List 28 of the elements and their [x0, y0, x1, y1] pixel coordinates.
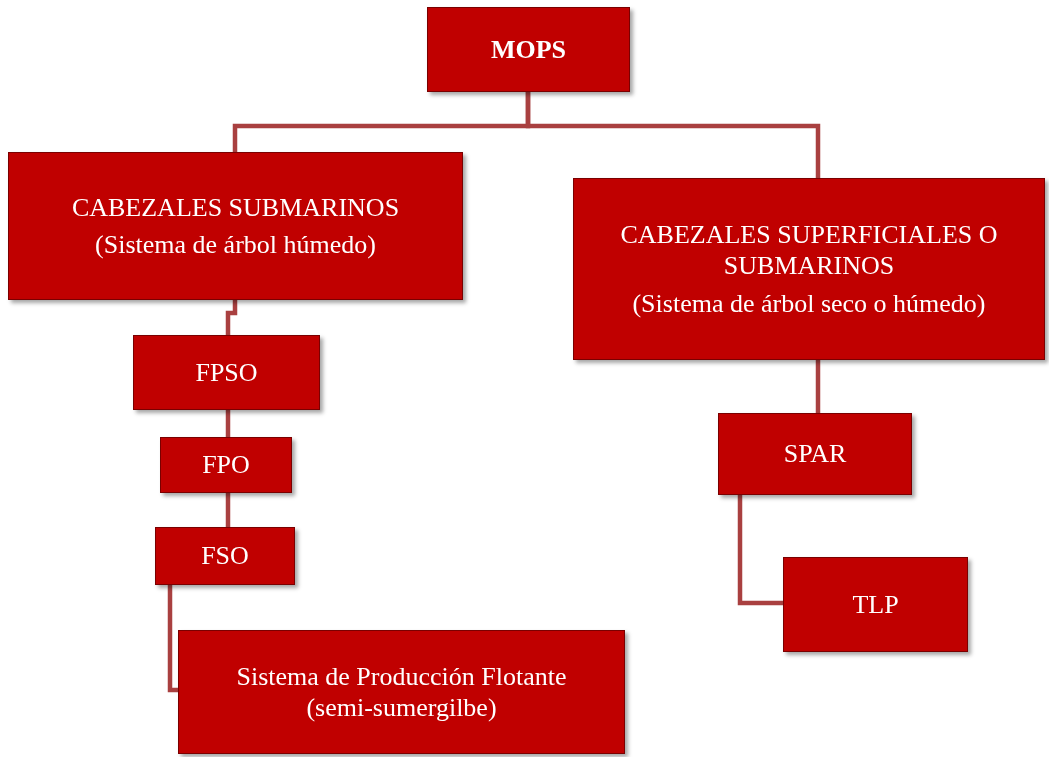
box-label: FPSO: [195, 356, 258, 389]
category-box: [718, 413, 912, 495]
connector-line: [815, 360, 821, 413]
box-label: FSO: [201, 540, 249, 572]
box-label: CABEZALES SUPERFICIALES O SUBMARINOS: [619, 219, 999, 282]
category-box: [783, 557, 968, 652]
root-box: [427, 7, 630, 92]
connector-line: [525, 92, 821, 178]
box-label: FPO: [202, 449, 250, 481]
category-box: [155, 527, 295, 585]
connector-line: [167, 585, 178, 693]
box-label: SPAR: [783, 438, 847, 470]
box-label: (semi-sumergilbe): [306, 692, 497, 724]
connector-line: [225, 493, 231, 527]
category-box: [178, 630, 625, 754]
box-label: CABEZALES SUBMARINOS: [71, 191, 400, 223]
category-box: [573, 178, 1045, 360]
connector-line: [225, 300, 238, 335]
connector-line: [225, 410, 231, 437]
connector-line: [737, 495, 783, 606]
box-label: (Sistema de árbol seco o húmedo): [632, 287, 986, 319]
box-label: MOPS: [490, 33, 567, 66]
category-box: [8, 152, 463, 300]
category-box: [133, 335, 320, 410]
box-label: Sistema de Producción Flotante: [236, 660, 567, 692]
box-label: (Sistema de árbol húmedo): [95, 229, 376, 261]
category-box: [160, 437, 292, 493]
box-label: TLP: [852, 588, 899, 621]
